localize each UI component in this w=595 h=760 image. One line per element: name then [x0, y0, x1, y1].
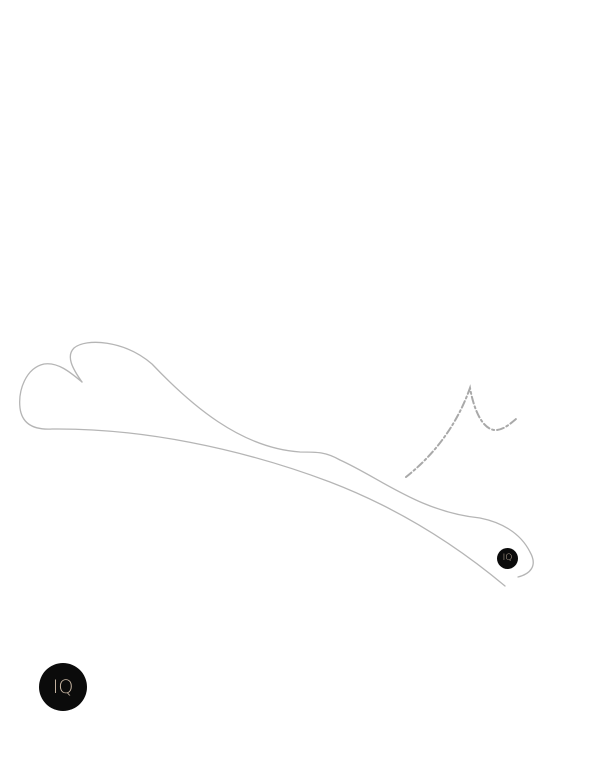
iq-logo-text: IQ	[52, 675, 74, 698]
dashed-gesture-mark	[405, 384, 517, 478]
device-outline	[19, 363, 506, 587]
iq-logo-icon: IQ	[497, 548, 518, 569]
iq-logo-icon: IQ	[39, 663, 87, 711]
iq-logo-text-small: IQ	[502, 553, 513, 563]
device-outline-upper	[69, 341, 534, 578]
